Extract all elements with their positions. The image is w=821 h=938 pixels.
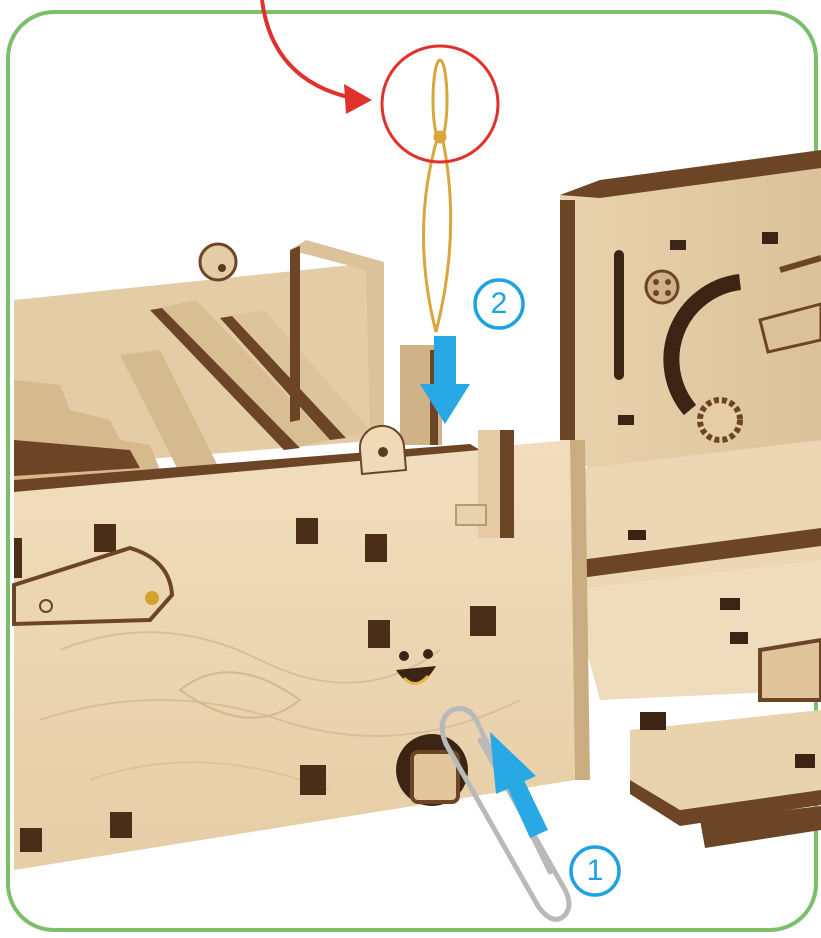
step-1-label: 1 <box>575 851 615 891</box>
step-2-label: 2 <box>479 284 519 324</box>
